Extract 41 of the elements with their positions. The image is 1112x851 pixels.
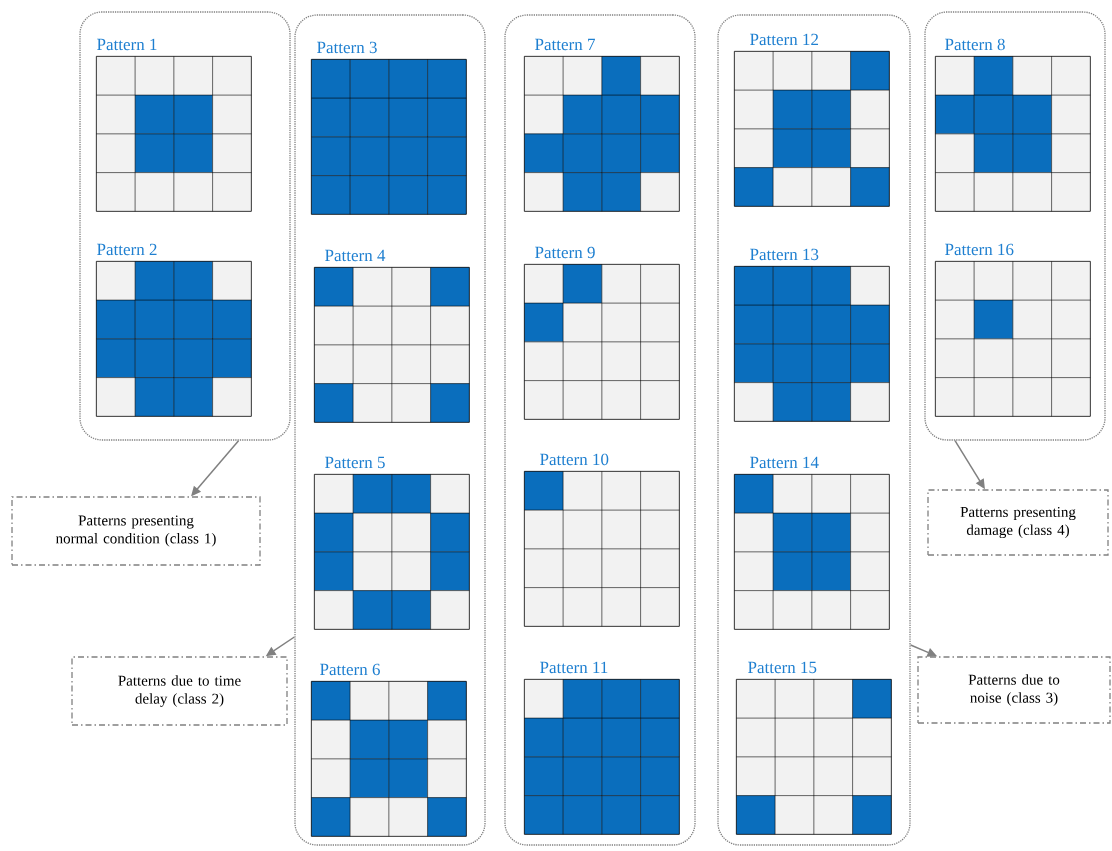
class-box: Patterns presenting damage (class 4) xyxy=(927,489,1109,556)
pattern-grid: Pattern 16 xyxy=(934,243,1091,417)
node-label: Pattern 4 xyxy=(325,249,386,262)
pattern-grid: Pattern 13 xyxy=(733,248,890,422)
pattern-grid: Pattern 11 xyxy=(523,661,680,835)
pattern-grid: Pattern 5 xyxy=(313,456,470,630)
node-label: Pattern 10 xyxy=(540,453,609,466)
node-label: Pattern 15 xyxy=(748,661,817,674)
class-box: Patterns due to noise (class 3) xyxy=(917,656,1111,724)
pattern-grid: Pattern 10 xyxy=(523,453,680,627)
group-box xyxy=(717,14,911,846)
node-label: Pattern 5 xyxy=(325,456,385,469)
pattern-grid: Pattern 6 xyxy=(310,663,467,837)
pattern-grid: Pattern 12 xyxy=(733,33,890,207)
pattern-grid: Pattern 2 xyxy=(95,243,252,417)
node-label: Pattern 6 xyxy=(320,663,380,676)
class-box: Patterns due to time delay (class 2) xyxy=(71,656,288,726)
node-label: Pattern 14 xyxy=(750,456,819,469)
pattern-grid: Pattern 4 xyxy=(313,249,470,423)
pattern-grid: Pattern 1 xyxy=(95,38,252,212)
node-label: Pattern 11 xyxy=(540,661,608,674)
node-label: Pattern 2 xyxy=(97,243,157,256)
pattern-grid: Pattern 8 xyxy=(934,38,1091,212)
node-label: Pattern 8 xyxy=(945,38,1005,51)
pattern-grid: Pattern 7 xyxy=(523,38,680,212)
class-box: Patterns presenting normal condition (class 1) xyxy=(11,496,261,566)
group-box xyxy=(924,11,1106,441)
group-box xyxy=(504,14,696,846)
group-box xyxy=(79,11,291,441)
pattern-grid: Pattern 3 xyxy=(310,41,467,215)
pattern-grid: Pattern 14 xyxy=(733,456,890,630)
pattern-grid: Pattern 9 xyxy=(523,246,680,420)
node-label: Pattern 3 xyxy=(317,41,377,54)
pattern-grid: Pattern 15 xyxy=(735,661,892,835)
node-label: Pattern 13 xyxy=(750,248,819,261)
node-label: Pattern 1 xyxy=(97,38,157,51)
node-label: Pattern 16 xyxy=(945,243,1014,256)
node-label: Pattern 7 xyxy=(535,38,595,51)
node-label: Pattern 12 xyxy=(750,33,819,46)
group-box xyxy=(294,14,486,846)
node-label: Pattern 9 xyxy=(535,246,595,259)
